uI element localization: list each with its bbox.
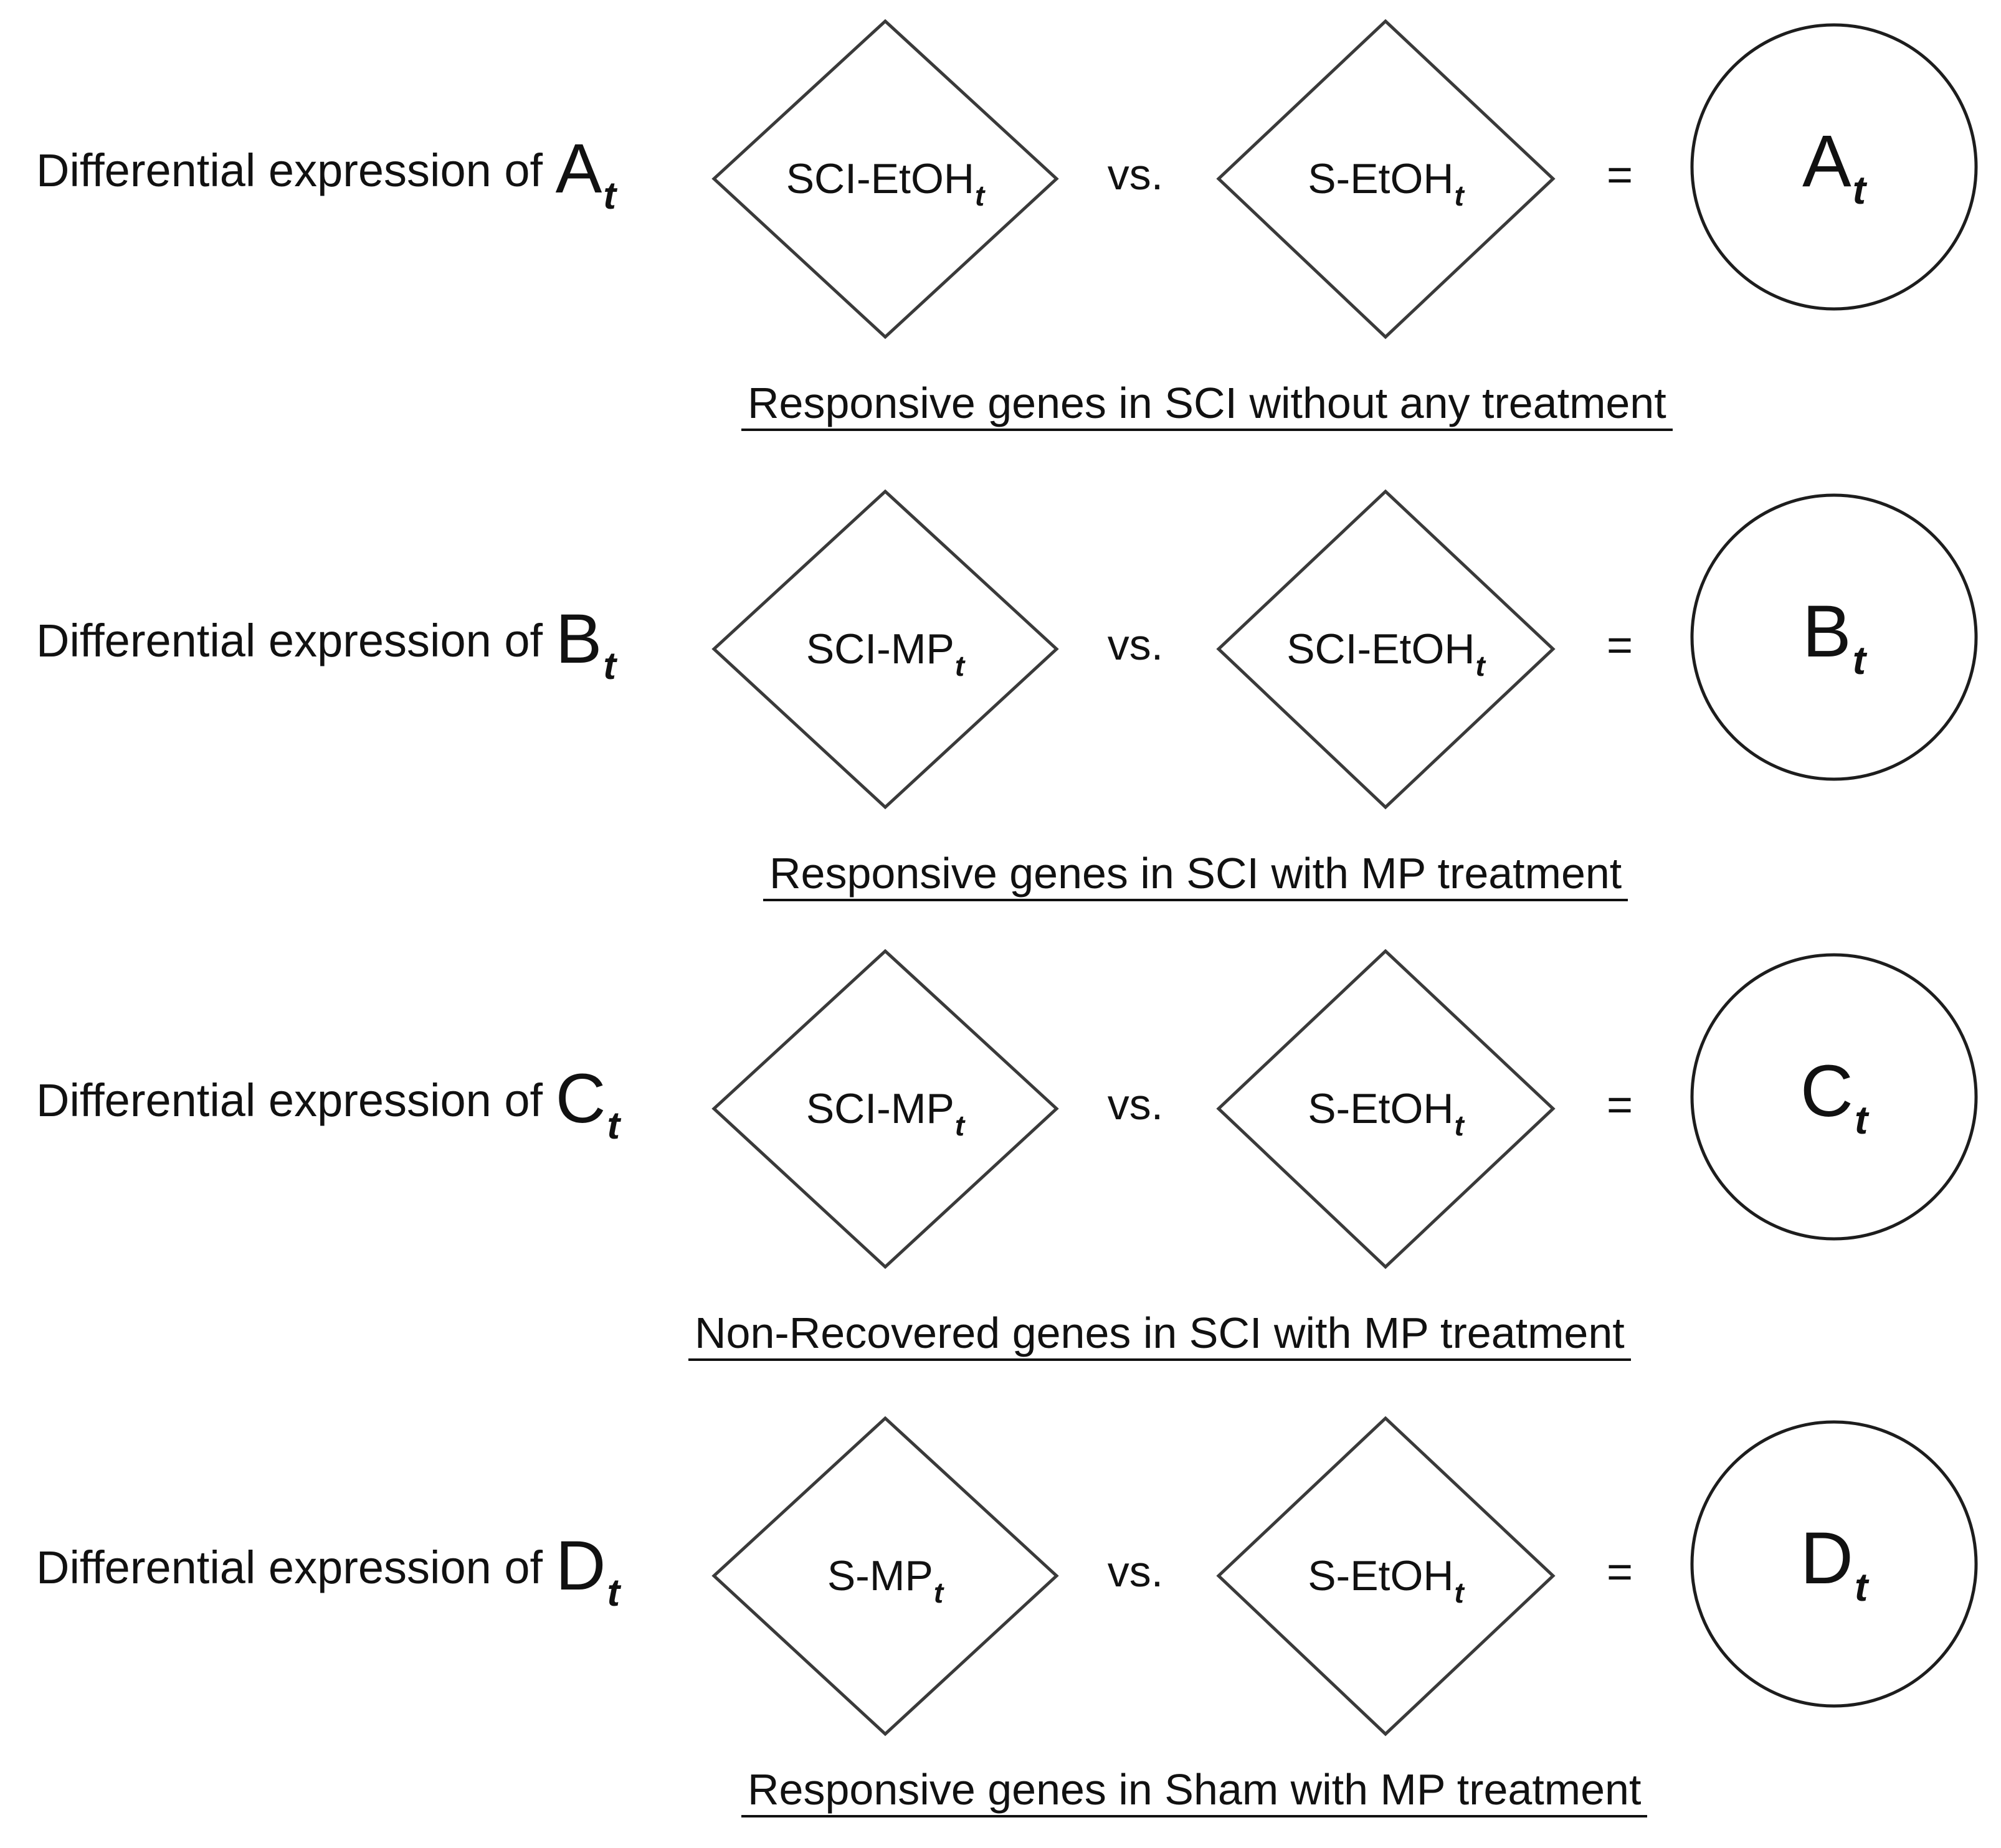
- row-1-left-diamond[interactable]: SCI-EtOHt: [711, 19, 1059, 339]
- row-3-vs-operator: vs.: [1107, 1080, 1164, 1129]
- row-4-result-label: Dt: [1800, 1517, 1868, 1609]
- row-2-right-diamond-label: SCI-EtOHt: [1286, 625, 1485, 682]
- row-3-right-diamond-label: S-EtOHt: [1308, 1085, 1464, 1142]
- row-2-left-diamond-label: SCI-MPt: [806, 625, 965, 682]
- row-3-descriptor-symbol: Ct: [555, 1059, 620, 1147]
- comparison-row-1: Differential expression of At SCI-EtOHt …: [0, 0, 2001, 448]
- row-3-left-diamond[interactable]: SCI-MPt: [711, 949, 1059, 1269]
- row-3-left-diamond-label: SCI-MPt: [806, 1085, 965, 1142]
- row-1-right-diamond[interactable]: S-EtOHt: [1216, 19, 1556, 339]
- row-4-left-diamond-label: S-MPt: [827, 1552, 944, 1609]
- comparison-row-4: Differential expression of Dt S-MPt vs. …: [0, 1397, 2001, 1846]
- row-2-result-circle[interactable]: Bt: [1690, 493, 1979, 782]
- row-2-result-label: Bt: [1802, 590, 1866, 683]
- row-2-equals-operator: =: [1606, 620, 1633, 670]
- row-4-result-circle[interactable]: Dt: [1690, 1419, 1979, 1708]
- row-1-result-circle[interactable]: At: [1690, 22, 1979, 311]
- row-2-caption: Responsive genes in SCI with MP treatmen…: [763, 851, 1628, 901]
- row-2-right-diamond[interactable]: SCI-EtOHt: [1216, 489, 1556, 810]
- row-1-left-diamond-label: SCI-EtOHt: [786, 155, 985, 212]
- row-1-equals-operator: =: [1606, 150, 1633, 200]
- row-3-result-label: Ct: [1800, 1050, 1868, 1142]
- row-3-right-diamond[interactable]: S-EtOHt: [1216, 949, 1556, 1269]
- row-4-descriptor-symbol: Dt: [555, 1527, 620, 1614]
- row-4-caption: Responsive genes in Sham with MP treatme…: [741, 1768, 1648, 1817]
- row-4-descriptor: Differential expression of Dt: [36, 1531, 684, 1613]
- row-4-equals-operator: =: [1606, 1547, 1633, 1597]
- row-3-descriptor: Differential expression of Ct: [36, 1064, 684, 1145]
- row-3-equals-operator: =: [1606, 1080, 1633, 1130]
- comparison-row-2: Differential expression of Bt SCI-MPt vs…: [0, 470, 2001, 919]
- row-1-descriptor: Differential expression of At: [36, 134, 684, 216]
- row-4-right-diamond-label: S-EtOHt: [1308, 1552, 1464, 1609]
- row-4-left-diamond[interactable]: S-MPt: [711, 1416, 1059, 1737]
- row-4-right-diamond[interactable]: S-EtOHt: [1216, 1416, 1556, 1737]
- row-1-result-label: At: [1802, 120, 1866, 212]
- row-2-vs-operator: vs.: [1107, 620, 1164, 669]
- row-4-descriptor-prefix: Differential expression of: [36, 1542, 556, 1593]
- row-2-descriptor-symbol: Bt: [555, 600, 616, 688]
- row-2-left-diamond[interactable]: SCI-MPt: [711, 489, 1059, 810]
- row-1-vs-operator: vs.: [1107, 150, 1164, 199]
- row-2-descriptor-prefix: Differential expression of: [36, 615, 556, 666]
- row-1-descriptor-prefix: Differential expression of: [36, 145, 556, 196]
- row-2-descriptor: Differential expression of Bt: [36, 604, 684, 686]
- row-1-descriptor-symbol: At: [555, 130, 616, 217]
- row-3-result-circle[interactable]: Ct: [1690, 952, 1979, 1241]
- row-3-descriptor-prefix: Differential expression of: [36, 1074, 556, 1126]
- comparison-row-3: Differential expression of Ct SCI-MPt vs…: [0, 930, 2001, 1378]
- row-1-caption: Responsive genes in SCI without any trea…: [741, 381, 1673, 431]
- row-1-right-diamond-label: S-EtOHt: [1308, 155, 1464, 212]
- row-4-vs-operator: vs.: [1107, 1547, 1164, 1596]
- row-3-caption: Non-Recovered genes in SCI with MP treat…: [688, 1311, 1631, 1361]
